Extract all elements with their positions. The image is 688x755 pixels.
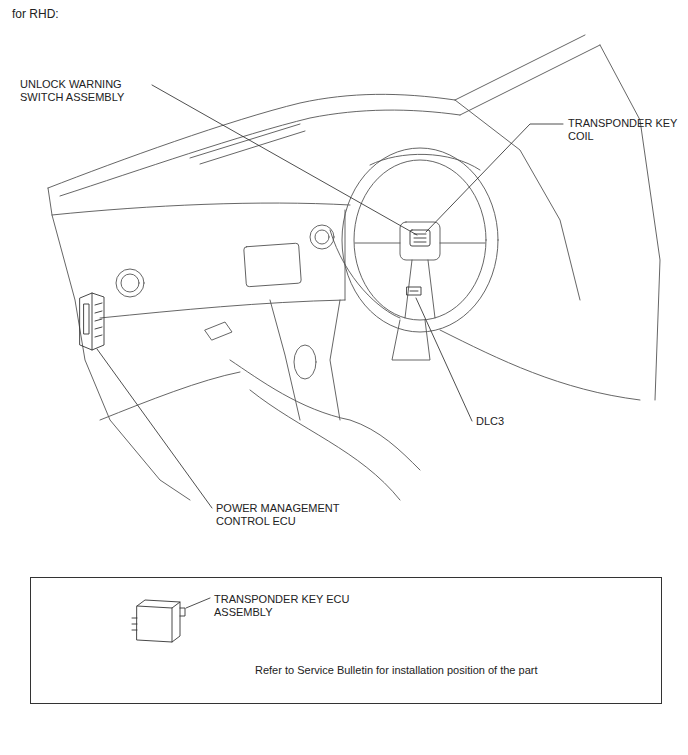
- transponder-key-ecu-symbol: [132, 600, 185, 642]
- part-label: TRANSPONDER KEY ECU ASSEMBLY: [214, 593, 359, 619]
- leader-lines: [97, 85, 563, 608]
- part-label: POWER MANAGEMENT CONTROL ECU: [216, 502, 344, 528]
- part-label: DLC3: [476, 415, 536, 428]
- dlc3-symbol: [407, 287, 421, 295]
- steering-wheel: [342, 148, 498, 332]
- info-box: TRANSPONDER KEY ECU ASSEMBLY Refer to Ser…: [30, 577, 662, 704]
- note-text: Refer to Service Bulletin for installati…: [255, 664, 635, 677]
- part-label: TRANSPONDER KEY COIL: [568, 117, 680, 143]
- dashboard-outline: [48, 35, 660, 500]
- page-title: for RHD:: [12, 8, 59, 21]
- power-management-ecu-symbol: [80, 293, 104, 350]
- part-label: UNLOCK WARNING SWITCH ASSEMBLY: [20, 78, 140, 104]
